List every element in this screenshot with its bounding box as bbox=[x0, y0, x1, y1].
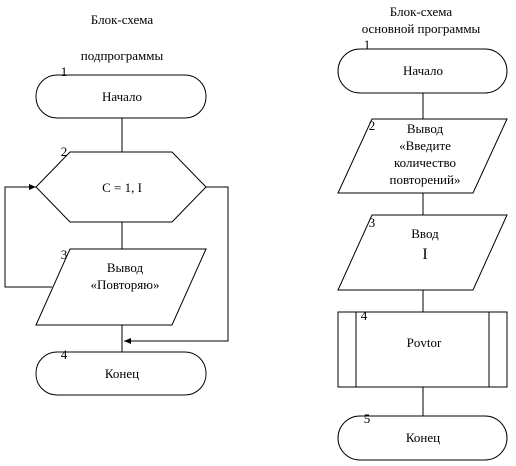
left-node-start: Начало 1 bbox=[35, 64, 207, 119]
node-label: Начало bbox=[102, 89, 142, 104]
node-number: 3 bbox=[61, 247, 68, 262]
left-node-end: Конец 4 bbox=[35, 347, 207, 396]
terminator-shape bbox=[35, 351, 207, 396]
subroutine-flowchart: Блок-схема подпрограммы Начало 1 С = 1, … bbox=[4, 12, 229, 396]
loop-back-arrow bbox=[4, 184, 52, 288]
node-label: Povtor bbox=[407, 335, 442, 350]
right-node-output: Вывод «Введите количество повторений» 2 bbox=[337, 118, 508, 194]
right-node-input: Ввод I 3 bbox=[337, 214, 508, 291]
node-number: 4 bbox=[361, 308, 368, 323]
terminator-shape bbox=[35, 74, 207, 119]
terminator-shape bbox=[337, 48, 508, 94]
left-title-line2: подпрограммы bbox=[81, 48, 164, 63]
node-label-line1: Вывод bbox=[407, 121, 444, 136]
node-label-line4: повторений» bbox=[390, 172, 461, 187]
node-label-line2: «Введите bbox=[399, 138, 451, 153]
left-node-output: Вывод «Повторяю» 3 bbox=[35, 247, 207, 326]
node-label-line2: I bbox=[422, 246, 427, 263]
node-label: С = 1, I bbox=[102, 180, 142, 195]
right-title-line1: Блок-схема bbox=[390, 4, 453, 19]
node-label-line1: Ввод bbox=[411, 226, 439, 241]
loop-hexagon-shape bbox=[35, 151, 207, 223]
node-number: 2 bbox=[61, 144, 68, 159]
node-number: 2 bbox=[369, 118, 376, 133]
node-label: Конец bbox=[406, 430, 440, 445]
terminator-shape bbox=[337, 415, 508, 461]
loop-exit-arrow bbox=[124, 186, 229, 344]
node-label: Начало bbox=[403, 63, 443, 78]
right-node-start: Начало 1 bbox=[337, 37, 508, 94]
node-number: 1 bbox=[364, 37, 371, 52]
parallelogram-shape bbox=[337, 214, 508, 291]
left-title-line1: Блок-схема bbox=[91, 12, 154, 27]
node-number: 1 bbox=[61, 64, 68, 79]
main-program-flowchart: Блок-схема основной программы Начало 1 В… bbox=[337, 4, 508, 461]
node-label-line3: количество bbox=[394, 155, 456, 170]
parallelogram-shape bbox=[35, 248, 207, 326]
node-number: 4 bbox=[61, 347, 68, 362]
parallelogram-shape bbox=[337, 118, 508, 194]
node-number: 3 bbox=[369, 215, 376, 230]
right-node-subroutine-call: Povtor 4 bbox=[337, 308, 508, 388]
node-label-line1: Вывод bbox=[107, 260, 144, 275]
predefined-process-shape bbox=[337, 311, 508, 388]
node-number: 5 bbox=[364, 411, 371, 426]
left-node-loop: С = 1, I 2 bbox=[35, 144, 207, 223]
node-label: Конец bbox=[105, 366, 139, 381]
node-label-line2: «Повторяю» bbox=[91, 277, 160, 292]
right-node-end: Конец 5 bbox=[337, 411, 508, 461]
right-title-line2: основной программы bbox=[362, 21, 481, 36]
